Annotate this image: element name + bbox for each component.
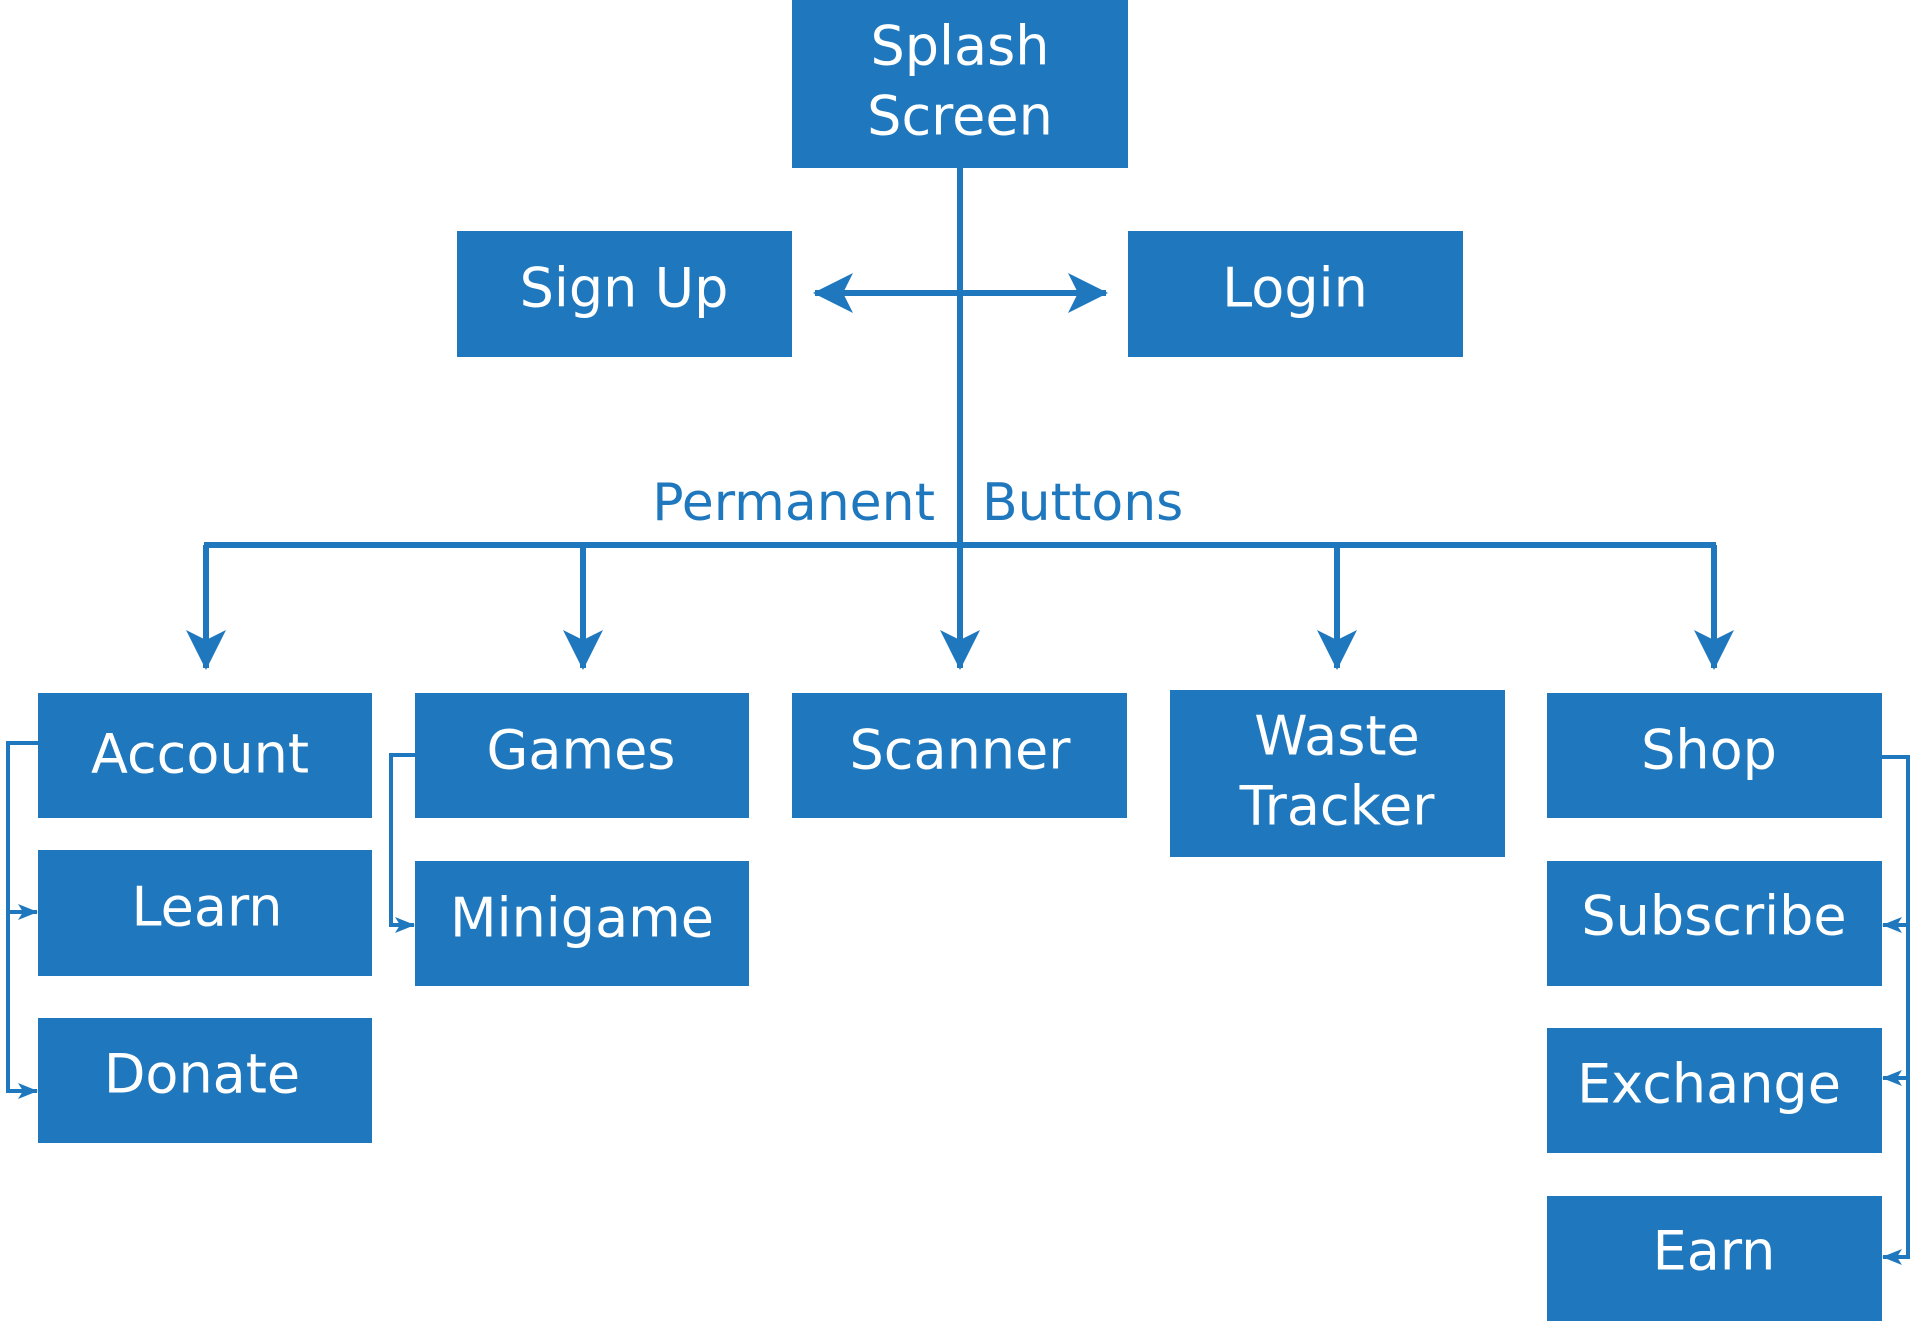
node-games[interactable]: Games — [415, 693, 749, 818]
node-login-label: Login — [1222, 257, 1368, 320]
node-exchange-label: Exchange — [1577, 1053, 1841, 1116]
node-scanner[interactable]: Scanner — [792, 693, 1127, 818]
node-subscribe-label: Subscribe — [1581, 885, 1846, 948]
connectors — [6, 168, 1910, 1265]
node-waste-tracker-line1: Waste — [1254, 705, 1420, 768]
node-donate-label: Donate — [104, 1043, 300, 1106]
node-sign-up-label: Sign Up — [520, 257, 729, 320]
connector-account-branch — [6, 741, 38, 1091]
node-exchange[interactable]: Exchange — [1547, 1028, 1882, 1153]
node-splash-screen[interactable]: Splash Screen — [792, 0, 1128, 168]
node-splash-screen-line2: Screen — [867, 85, 1053, 148]
node-donate[interactable]: Donate — [38, 1018, 372, 1143]
node-learn-label: Learn — [132, 876, 283, 939]
node-earn-label: Earn — [1653, 1220, 1776, 1283]
connector-games-to-minigame — [389, 753, 415, 933]
node-account-label: Account — [91, 723, 309, 786]
node-shop[interactable]: Shop — [1547, 693, 1882, 818]
node-minigame-label: Minigame — [450, 887, 714, 950]
node-learn[interactable]: Learn — [38, 850, 372, 976]
node-shop-label: Shop — [1641, 719, 1777, 782]
edge-label-buttons: Buttons — [982, 473, 1183, 533]
node-waste-tracker[interactable]: Waste Tracker — [1170, 690, 1505, 857]
edge-label-permanent: Permanent — [652, 473, 935, 533]
node-waste-tracker-line2: Tracker — [1239, 775, 1436, 838]
node-games-label: Games — [487, 719, 676, 782]
node-subscribe[interactable]: Subscribe — [1547, 861, 1882, 986]
node-splash-screen-line1: Splash — [870, 15, 1049, 78]
node-earn[interactable]: Earn — [1547, 1196, 1882, 1321]
node-login[interactable]: Login — [1128, 231, 1463, 357]
node-scanner-label: Scanner — [850, 719, 1072, 782]
connector-shop-branch — [1881, 755, 1910, 1257]
node-sign-up[interactable]: Sign Up — [457, 231, 792, 357]
node-minigame[interactable]: Minigame — [415, 861, 749, 986]
node-account[interactable]: Account — [38, 693, 372, 818]
